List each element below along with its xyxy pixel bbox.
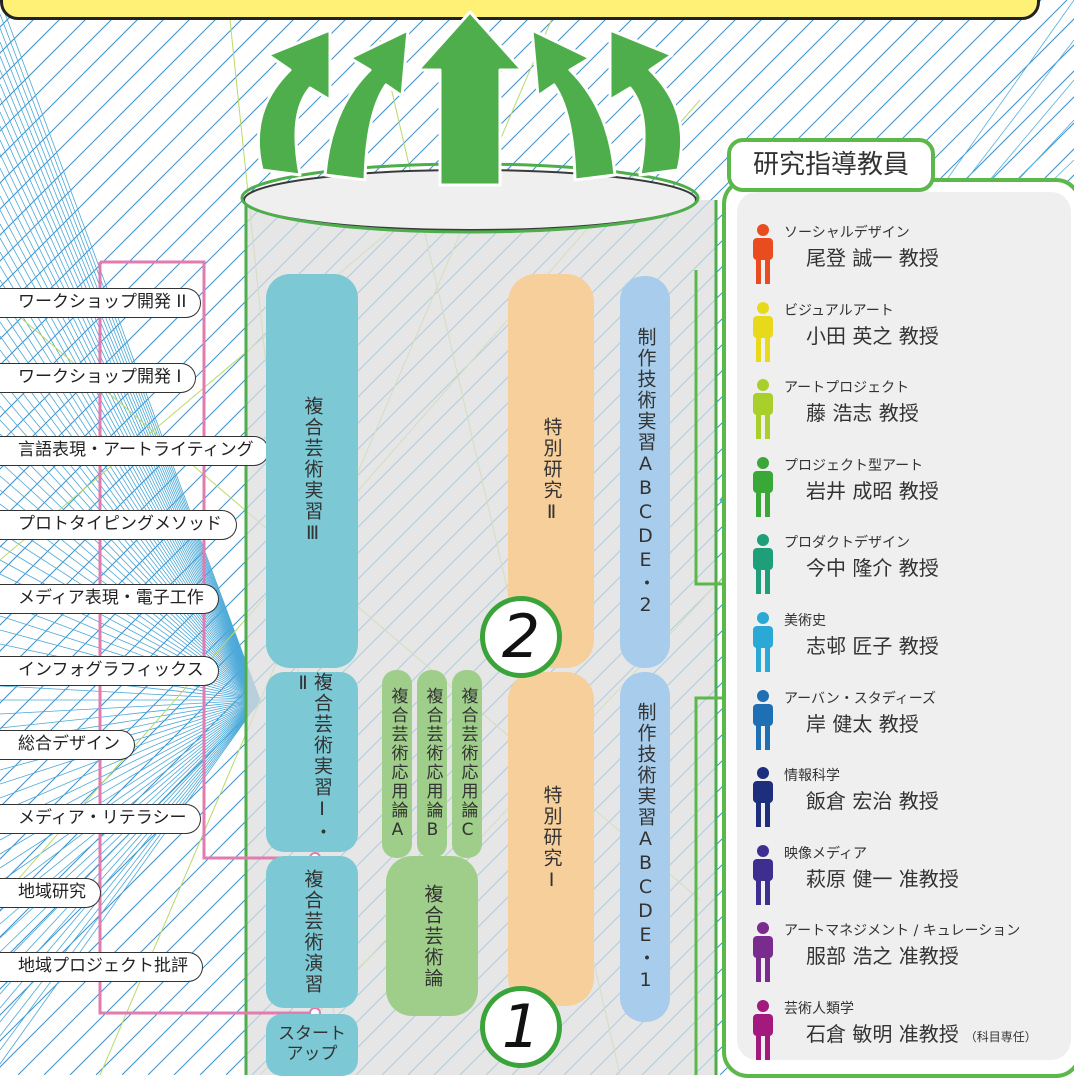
course-ouyou-b: 複合芸術応用論B (417, 670, 447, 858)
course-label: 複合芸術実習Ⅰ・Ⅱ (292, 672, 333, 843)
subject-label: プロトタイピングメソッド (0, 510, 237, 540)
faculty-member: ソーシャルデザイン尾登 誠一 教授 (748, 222, 1068, 292)
faculty-member: プロジェクト型アート岩井 成昭 教授 (748, 455, 1068, 525)
faculty-member: 映像メディア萩原 健一 准教授 (748, 843, 1068, 913)
person-icon (753, 224, 773, 284)
faculty-name-text: 萩原 健一 准教授 (806, 866, 959, 891)
faculty-panel-inner (737, 192, 1071, 1060)
faculty-member: プロダクトデザイン今中 隆介 教授 (748, 532, 1068, 602)
faculty-field: 情報科学 (784, 768, 840, 785)
course-label: スタートアップ (278, 1024, 346, 1064)
person-icon (753, 767, 773, 828)
faculty-field: プロダクトデザイン (784, 535, 910, 552)
faculty-name: 小田 英之 教授 (806, 320, 939, 349)
subject-label: 総合デザイン (0, 730, 135, 760)
faculty-field: 美術史 (784, 613, 826, 629)
faculty-member: ビジュアルアート小田 英之 教授 (748, 300, 1068, 370)
course-fukugo-enshu: 複合芸術演習 (266, 856, 358, 1008)
faculty-name: 志邨 匠子 教授 (806, 630, 939, 659)
course-label: 制作技術実習ABCDE・2 (634, 326, 657, 618)
faculty-field: 芸術人類学 (784, 1001, 854, 1017)
person-icon (753, 379, 773, 440)
course-label: 特別研究Ⅰ (540, 785, 563, 893)
faculty-field: アートマネジメント / キュレーション (784, 923, 1021, 940)
faculty-name-text: 志邨 匠子 教授 (806, 634, 939, 658)
course-fukugo-ron: 複合芸術論 (386, 856, 478, 1016)
faculty-field: 映像メディア (784, 845, 868, 862)
faculty-member: 芸術人類学石倉 敏明 准教授 （科目専任） (748, 998, 1068, 1068)
faculty-field: ソーシャルデザイン (784, 225, 910, 241)
person-icon (753, 1000, 773, 1060)
faculty-name-text: 岩井 成昭 教授 (806, 478, 939, 503)
faculty-name: 飯倉 宏治 教授 (806, 785, 939, 814)
course-ouyou-c: 複合芸術応用論C (452, 670, 482, 858)
course-label: 複合芸術実習Ⅲ (301, 396, 324, 546)
subject-label: ワークショップ開発 I (0, 363, 197, 393)
subject-label: ワークショップ開発 II (0, 288, 202, 318)
person-icon (753, 922, 773, 983)
subject-label: 地域プロジェクト批評 (0, 952, 203, 982)
faculty-field: プロジェクト型アート (784, 457, 924, 474)
course-label: 複合芸術演習 (301, 869, 324, 995)
faculty-member: アーバン・スタディーズ岸 健太 教授 (748, 688, 1068, 758)
course-label: 複合芸術応用論C (457, 686, 478, 842)
faculty-name-text: 尾登 誠一 教授 (806, 246, 939, 270)
course-tokubetsu-kenkyu-1: 特別研究Ⅰ (508, 672, 594, 1006)
faculty-name: 岸 健太 教授 (806, 708, 919, 737)
faculty-name-text: 今中 隆介 教授 (806, 556, 939, 581)
course-ouyou-a: 複合芸術応用論A (382, 670, 412, 858)
faculty-name: 萩原 健一 准教授 (806, 863, 959, 892)
faculty-field: ビジュアルアート (784, 302, 894, 319)
faculty-name: 今中 隆介 教授 (806, 552, 939, 581)
faculty-field: アートプロジェクト (784, 380, 910, 397)
subject-label: 言語表現・アートライティング (0, 436, 269, 466)
course-label: 複合芸術論 (421, 883, 444, 989)
faculty-name-text: 石倉 敏明 准教授 (806, 1022, 959, 1046)
milestone-two: 2 (480, 596, 562, 678)
faculty-member: 美術史志邨 匠子 教授 (748, 610, 1068, 680)
course-label: 特別研究Ⅱ (540, 417, 563, 525)
faculty-title: 研究指導教員 (727, 138, 935, 192)
course-seisaku-gijutsu-1: 制作技術実習ABCDE・1 (620, 672, 670, 1022)
subject-label: 地域研究 (0, 878, 101, 908)
faculty-member: アートマネジメント / キュレーション服部 浩之 准教授 (748, 920, 1068, 990)
course-label: 制作技術実習ABCDE・1 (634, 701, 657, 993)
faculty-name: 岩井 成昭 教授 (806, 475, 939, 504)
faculty-note: （科目専任） (964, 1030, 1037, 1044)
faculty-name-text: 飯倉 宏治 教授 (806, 789, 939, 814)
person-icon (753, 301, 773, 362)
course-label: 複合芸術応用論A (387, 686, 408, 842)
course-fukugo-jisshu-3: 複合芸術実習Ⅲ (266, 274, 358, 668)
course-fukugo-jisshu-1-2: 複合芸術実習Ⅰ・Ⅱ (266, 672, 358, 852)
course-label: 複合芸術応用論B (422, 686, 443, 842)
person-icon (753, 612, 773, 672)
faculty-name: 藤 浩志 教授 (806, 397, 919, 426)
faculty-name: 石倉 敏明 准教授 （科目専任） (806, 1018, 1037, 1047)
faculty-name-text: 藤 浩志 教授 (806, 401, 919, 426)
faculty-name: 尾登 誠一 教授 (806, 242, 939, 271)
milestone-one: 1 (480, 986, 562, 1068)
course-startup: スタートアップ (266, 1014, 358, 1076)
person-icon (753, 689, 773, 750)
subject-label: メディア表現・電子工作 (0, 584, 219, 614)
faculty-name-text: 小田 英之 教授 (806, 323, 939, 348)
subject-label: インフォグラフィックス (0, 656, 219, 686)
person-icon (753, 456, 773, 517)
person-icon (753, 534, 773, 595)
person-icon (753, 844, 773, 905)
faculty-name-text: 服部 浩之 准教授 (806, 944, 959, 969)
faculty-member: アートプロジェクト藤 浩志 教授 (748, 377, 1068, 447)
faculty-member: 情報科学飯倉 宏治 教授 (748, 765, 1068, 835)
faculty-field: アーバン・スタディーズ (784, 690, 937, 707)
course-seisaku-gijutsu-2: 制作技術実習ABCDE・2 (620, 276, 670, 668)
faculty-name-text: 岸 健太 教授 (806, 711, 919, 736)
subject-label: メディア・リテラシー (0, 804, 202, 834)
faculty-name: 服部 浩之 准教授 (806, 940, 959, 969)
